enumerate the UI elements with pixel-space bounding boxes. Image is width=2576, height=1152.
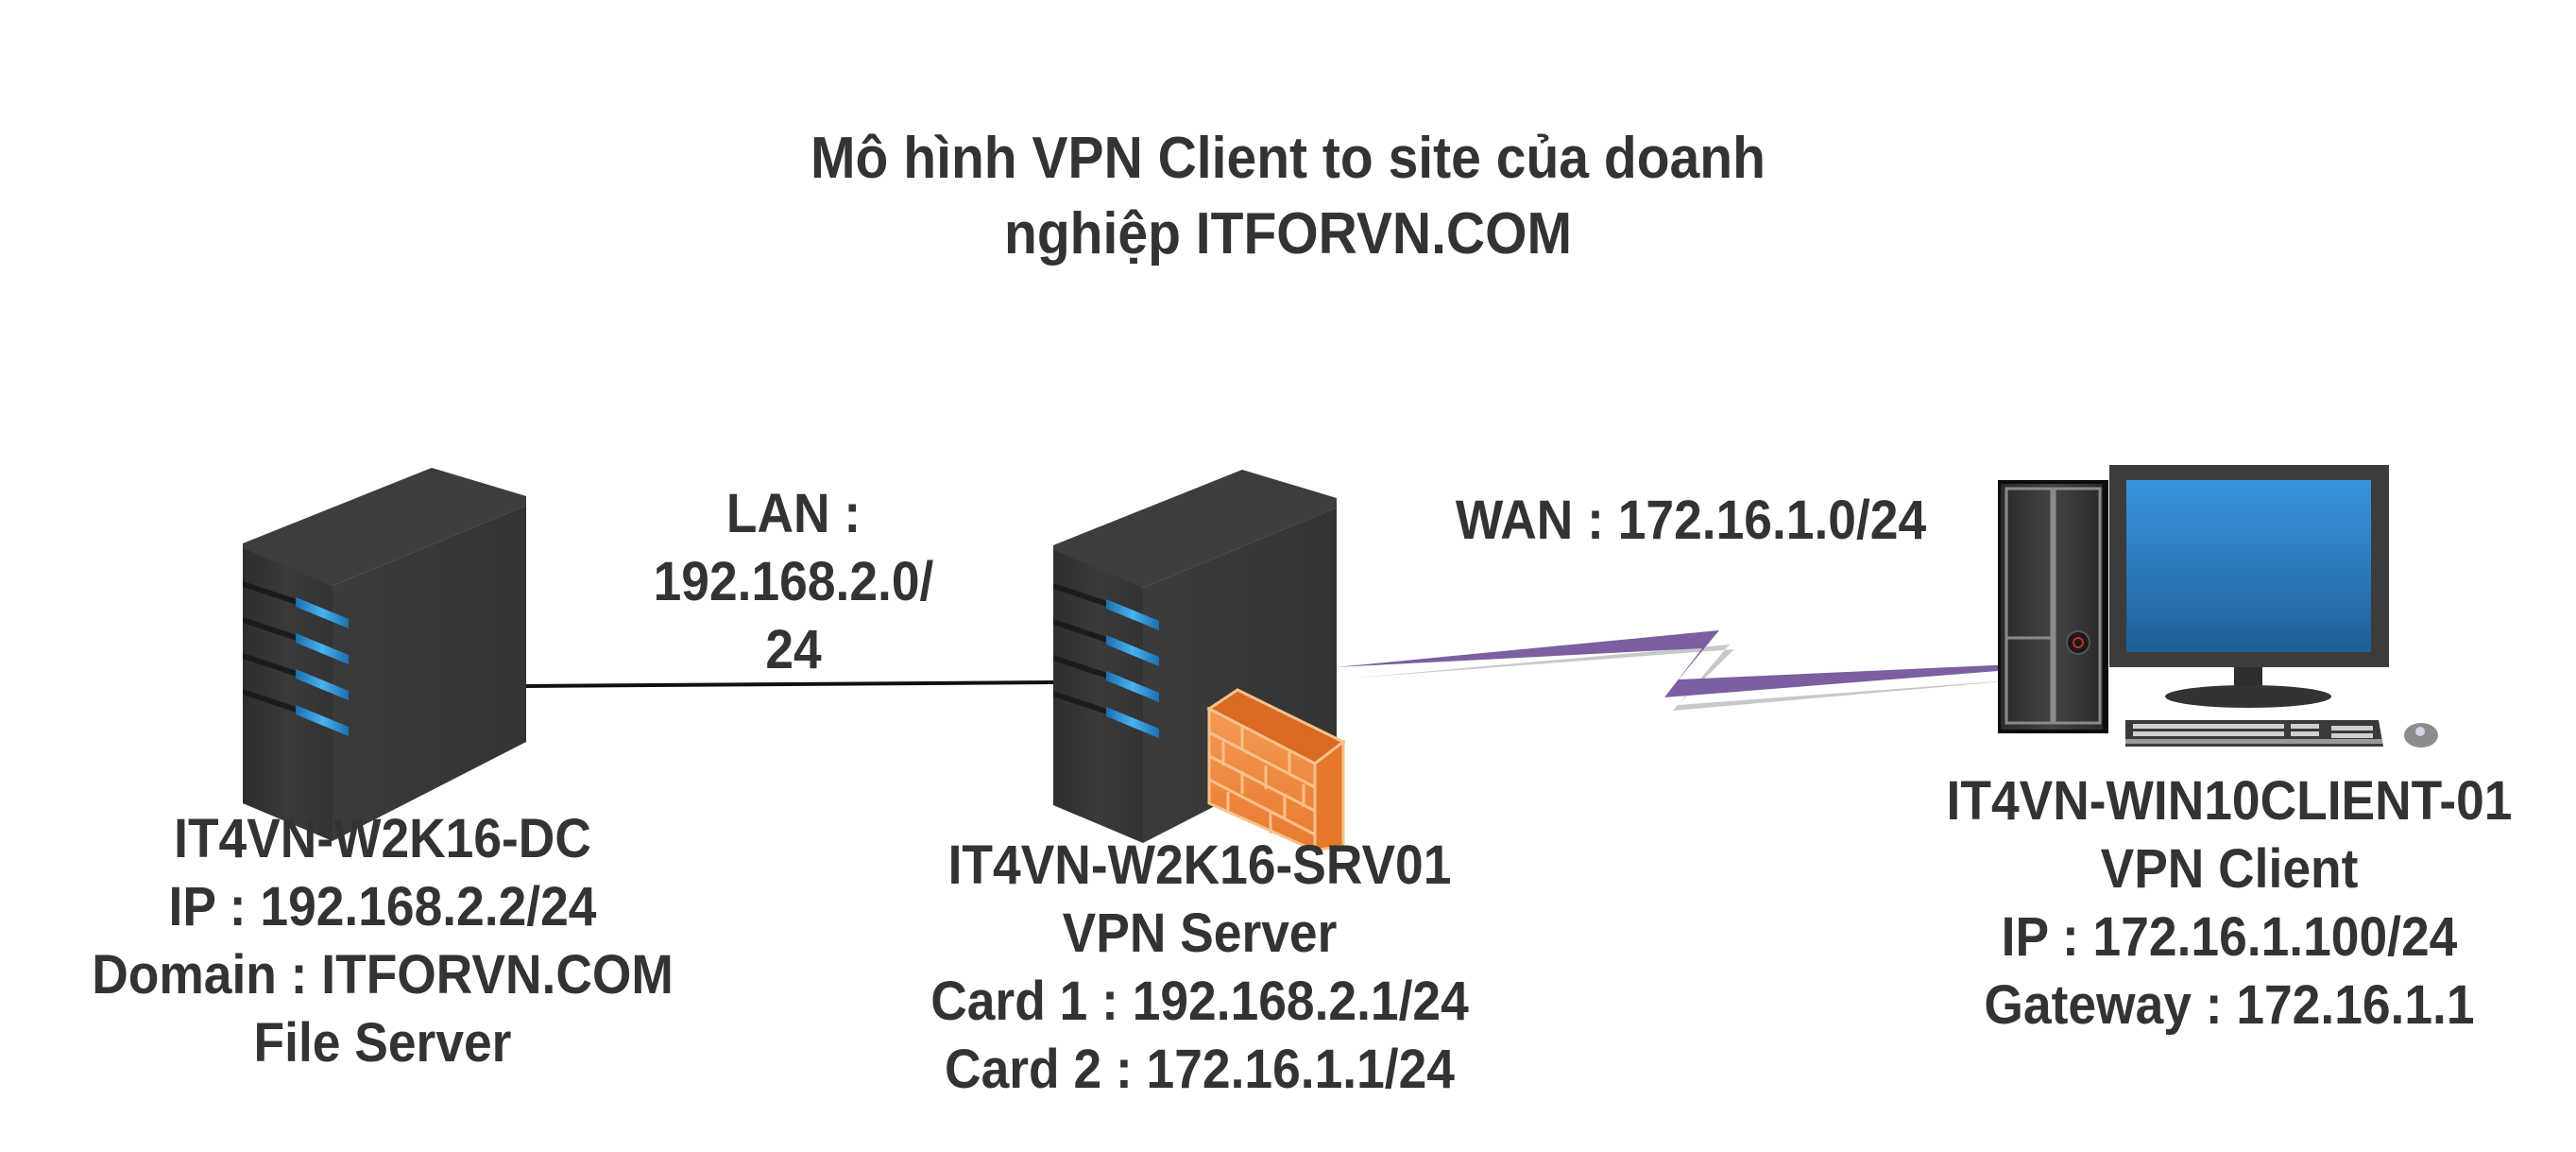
vpn-server-role: VPN Server (1062, 903, 1338, 964)
dc-ip: IP : 192.168.2.2/24 (168, 876, 597, 937)
client-gateway: Gateway : 172.16.1.1 (1984, 974, 2475, 1036)
vpn-server-card-1: Card 1 : 192.168.2.1/24 (930, 971, 1469, 1032)
lan-label-line-3: 24 (765, 619, 822, 680)
dc-role: File Server (253, 1012, 512, 1074)
wan-network-label: WAN : 172.16.1.0/24 (1455, 490, 1927, 551)
lan-label-line-2: 192.168.2.0/ (653, 551, 934, 612)
dc-server-info: IT4VN-W2K16-DC IP : 192.168.2.2/24 Domai… (78, 805, 687, 1077)
lan-label-line-1: LAN : (725, 483, 862, 544)
vpn-server-hostname: IT4VN-W2K16-SRV01 (947, 834, 1452, 896)
dc-domain: Domain : ITFORVN.COM (92, 944, 674, 1006)
vpn-server-card-2: Card 2 : 172.16.1.1/24 (945, 1039, 1455, 1100)
lan-link-line (524, 680, 1054, 688)
client-role: VPN Client (2100, 838, 2359, 900)
diagram-title: Mô hình VPN Client to site của doanh ngh… (103, 121, 2473, 272)
firewall-icon (1206, 688, 1346, 853)
client-ip: IP : 172.16.1.100/24 (2001, 906, 2458, 968)
title-line-2: nghiệp ITFORVN.COM (1003, 201, 1573, 267)
server-tower-icon (243, 468, 526, 841)
vpn-client-info: IT4VN-WIN10CLIENT-01 VPN Client IP : 172… (1925, 767, 2533, 1040)
title-line-1: Mô hình VPN Client to site của doanh (810, 126, 1766, 191)
dc-hostname: IT4VN-W2K16-DC (174, 808, 591, 869)
lan-network-label: LAN : 192.168.2.0/ 24 (620, 480, 967, 684)
wan-lightning-link (1336, 630, 2037, 711)
vpn-server-info: IT4VN-W2K16-SRV01 VPN Server Card 1 : 19… (896, 832, 1504, 1104)
desktop-computer-icon (1998, 465, 2438, 748)
client-hostname: IT4VN-WIN10CLIENT-01 (1946, 770, 2513, 832)
